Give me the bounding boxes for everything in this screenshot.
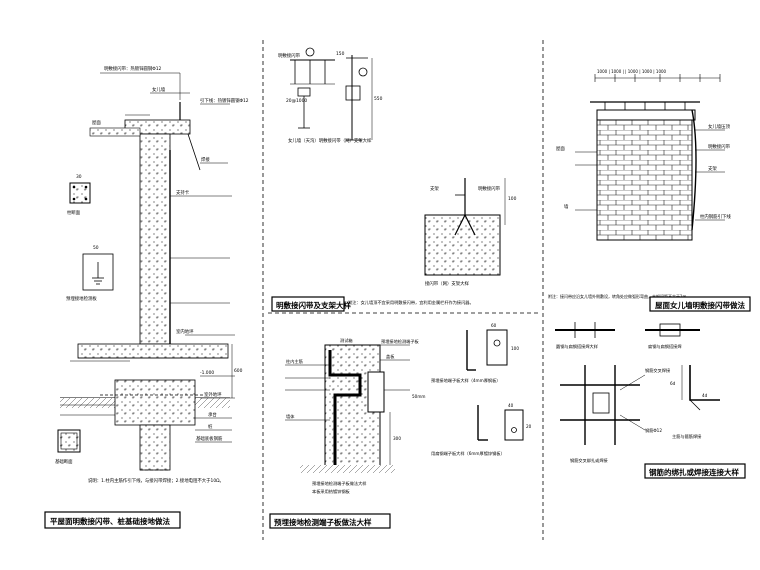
plate-detail-a — [486, 329, 508, 366]
pile — [139, 424, 171, 471]
support-support-left — [297, 87, 311, 97]
label-pile: 桩 — [208, 423, 213, 430]
label-column-section: 柱断面 — [67, 209, 81, 216]
panel-strip-supports: 明敷接闪带 20@1000 150 550 女儿墙（天沟）明敷接闪带（网）支架大… — [271, 47, 517, 312]
label-box: 测试箱 — [340, 337, 353, 344]
label-dim-50mm: 50mm — [412, 394, 426, 399]
label-dim-30: 30 — [76, 174, 82, 180]
label-weld: 支架 — [430, 185, 439, 192]
panel3-title: 屋面女儿墙明敷接闪带做法 — [655, 300, 745, 310]
sheet-dividers — [262, 40, 544, 540]
label-note-top: 明敷接闪带：热镀锌圆钢Φ12 — [104, 65, 162, 72]
label-dim-50: 50 — [93, 245, 99, 251]
support-concrete-block — [424, 214, 501, 276]
label-bottom-left: 钢筋交叉绑扎或焊接 — [570, 457, 609, 464]
label-foundation-section: 基础断面 — [55, 458, 73, 465]
label-caption-a: 预埋接地检测端子板做法大样 — [312, 480, 366, 487]
panel-roof-and-pile: 明敷接闪带：热镀锌圆钢Φ12 女儿墙 屋面 引下线：热镀锌圆钢Φ12 焊接 支持… — [44, 65, 249, 529]
label-dim-100: 100 — [508, 196, 517, 202]
label-wall3: 墙 — [564, 203, 569, 210]
label-rod: 明敷接闪带 — [278, 52, 301, 59]
label-dim-550: 550 — [374, 96, 383, 102]
label-floor: 室内地坪 — [176, 328, 194, 335]
label-dim-300: 300 — [393, 436, 401, 441]
column-shaft — [139, 133, 171, 345]
label-roof3: 屋面 — [556, 146, 565, 152]
label-test-clamp: 预埋接地检测板 — [66, 295, 97, 302]
label-dims: 1000 | 1000 | | 1000 | 1000 | 1000 — [597, 69, 667, 74]
label-support-parapet: 女儿墙（天沟）明敷接闪带（网）支架大样 — [288, 137, 372, 144]
label-dim-6d: 6d — [670, 381, 676, 386]
label-parapet: 女儿墙 — [152, 86, 166, 93]
plate-detail-b — [504, 409, 524, 441]
panel4-title: 预埋接地检测端子板做法大样 — [274, 517, 372, 527]
label-slab: -1.000 — [200, 370, 214, 376]
label-rod3: 明敷接闪带 — [708, 143, 731, 150]
roof-slab — [89, 127, 141, 137]
label-joint: 焊接 — [201, 156, 210, 163]
label-bottom-rebar: 基础底板钢筋 — [196, 435, 223, 442]
label-dim-100-4: 100 — [511, 346, 519, 351]
label-side-b: 用扁钢端子板大样（6mm厚镀锌钢板） — [431, 450, 505, 457]
label-side-a: 预埋接地端子板大样（4mm厚钢板） — [431, 377, 500, 384]
label-downlead3: 柱内钢筋引下线 — [700, 213, 731, 220]
pile-cap — [114, 379, 196, 426]
label-dim-150: 150 — [336, 51, 345, 57]
brick-wall — [596, 119, 693, 241]
label-downlead: 引下线：热镀锌圆钢Φ12 — [200, 97, 249, 104]
panel1-title: 平屋面明敷接闪带、桩基础接地做法 — [50, 516, 170, 526]
label-plate4: 预埋接地检测端子板 — [381, 338, 420, 345]
label-support-roof: 接闪带（网）支架大样 — [425, 280, 470, 287]
label-bottom-right: 主筋与箍筋焊接 — [672, 433, 702, 440]
label-roof: 屋面 — [92, 120, 101, 126]
label-pile-cap: 承台 — [208, 411, 217, 418]
label-dim-60: 60 — [491, 323, 497, 328]
label-dim-20: 20 — [526, 424, 532, 429]
label-dim-4d: 4d — [702, 393, 708, 398]
label-outdoor: 室外地坪 — [204, 391, 222, 398]
floor-slab — [77, 343, 229, 359]
label-top-left: 圆钢与扁钢搭接焊大样 — [556, 343, 598, 350]
panel2-note: 附注：女儿墙顶不宜采用明敷接闪带，宜利用金属栏杆作为接闪器。 — [348, 299, 474, 306]
label-top-right: 扁钢与扁钢搭接焊 — [648, 343, 682, 350]
foundation-section-box — [57, 429, 81, 453]
column-section-box — [69, 182, 91, 204]
label-caption-b: 本板采用热镀锌钢板 — [312, 488, 351, 495]
label-rebar: 柱内主筋 — [286, 358, 303, 365]
panel2-title: 明敷接闪带及支架大样 — [276, 300, 351, 310]
panel3-note: 附注：接闪带应沿女儿墙外侧敷设，转角处应做弧形弯曲，支架间距不大于1m。 — [548, 293, 690, 299]
panel5-title: 钢筋的绑扎或焊接连接大样 — [649, 467, 739, 477]
label-cover: 盖板 — [386, 353, 395, 360]
panel-test-plate: 测试箱 柱内主筋 墙体 盖板 预埋接地检测端子板 50mm 300 预埋接地检测… — [269, 323, 532, 529]
label-note-bottom: 说明：1.柱内主筋作引下线，与接闪带焊接；2.接地电阻不大于10Ω。 — [88, 477, 224, 484]
panel-parapet-strip: 1000 | 1000 | | 1000 | 1000 | 1000 女儿墙压顶… — [548, 69, 751, 312]
label-wall4: 墙体 — [286, 413, 295, 420]
label-elev-600: 600 — [234, 368, 243, 374]
panel-rebar-joints: 圆钢与扁钢搭接焊大样 扁钢与扁钢搭接焊 钢筋交叉焊接 钢筋Φ12 6d 4d 钢… — [555, 322, 746, 479]
label-mid: 钢筋Φ12 — [645, 427, 662, 434]
label-cross: 钢筋交叉焊接 — [645, 367, 671, 374]
label-bracket: 支持卡 — [176, 189, 190, 196]
label-dim-40: 40 — [508, 403, 514, 408]
label-parapet3: 女儿墙压顶 — [708, 123, 731, 130]
label-bracket3: 支架 — [708, 165, 717, 172]
label-rod2: 明敷接闪带 — [478, 185, 501, 192]
label-spacing: 20@1000 — [286, 98, 307, 104]
